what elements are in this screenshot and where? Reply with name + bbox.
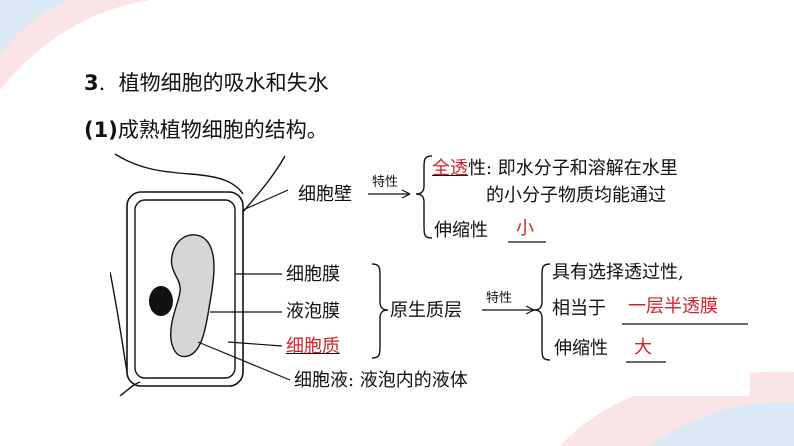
cell-wall-brace — [415, 155, 433, 239]
neighbor-cell-line-right-top — [242, 155, 286, 213]
cell-wall-outer — [126, 191, 244, 387]
cell-wall-permeability: 全透性: 即水分子和溶解在水里 — [432, 158, 678, 180]
answer-protoplast-elasticity: 大 — [634, 337, 652, 358]
corner-decoration-top-left-blue — [0, 0, 70, 55]
neighbor-cell-line-bottom — [119, 381, 141, 396]
label-cell-wall: 细胞壁 — [298, 184, 352, 205]
answer-equivalent: 一层半透膜 — [628, 296, 718, 317]
section-title: 植物细胞的吸水和失水 — [118, 71, 329, 95]
subsection-number: (1) — [84, 118, 118, 142]
diagram-drawing — [110, 153, 748, 396]
permeability-text-line2: 的小分子物质均能通过 — [486, 185, 666, 206]
label-protoplast-elasticity: 伸缩性 — [554, 338, 608, 359]
pointer-cytoplasm — [227, 341, 283, 347]
nucleus — [149, 286, 173, 316]
label-protoplast-layer: 原生质层 — [390, 300, 462, 321]
cell-wall-arrowhead — [401, 189, 411, 199]
label-cytoplasm: 细胞质 — [286, 336, 340, 357]
corner-decoration-bottom-right-blue — [650, 401, 794, 446]
label-cell-sap: 细胞液: 液泡内的液体 — [294, 370, 468, 391]
neighbor-cell-line-top — [114, 153, 244, 195]
section-heading: 3. 植物细胞的吸水和失水 — [84, 70, 329, 96]
label-cell-wall-arrow: 特性 — [372, 175, 399, 190]
cell-structure-diagram: 细胞壁 特性 全透性: 即水分子和溶解在水里 的小分子物质均能通过 伸缩性 小 … — [110, 152, 750, 396]
answer-permeability: 全透 — [432, 158, 468, 179]
label-cell-membrane: 细胞膜 — [286, 264, 340, 285]
label-vacuole-membrane: 液泡膜 — [286, 301, 340, 322]
protoplast-selective: 具有选择透过性, — [552, 262, 684, 283]
permeability-text: 性: 即水分子和溶解在水里 — [468, 158, 678, 179]
answer-cell-wall-elasticity: 小 — [516, 218, 534, 239]
vacuole-shape — [170, 234, 215, 358]
protoplast-property-brace — [533, 263, 551, 361]
label-cell-wall-elasticity: 伸缩性 — [434, 220, 488, 241]
corner-decoration-top-left — [0, 0, 150, 90]
label-protoplast-arrow: 特性 — [486, 291, 513, 306]
protoplast-brace — [371, 263, 389, 359]
neighbor-cell-line-left — [110, 271, 128, 373]
subsection-title: 成熟植物细胞的结构。 — [117, 118, 328, 142]
pointer-cell-wall — [242, 189, 289, 211]
pointer-cell-sap — [197, 341, 291, 381]
protoplast-arrowhead — [525, 305, 535, 315]
section-number: 3 — [84, 71, 99, 95]
cell-membrane — [134, 199, 236, 379]
protoplast-equivalent-label: 相当于 — [552, 298, 606, 319]
section-dot: . — [98, 71, 106, 95]
subsection-heading: (1)成熟植物细胞的结构。 — [84, 117, 328, 143]
